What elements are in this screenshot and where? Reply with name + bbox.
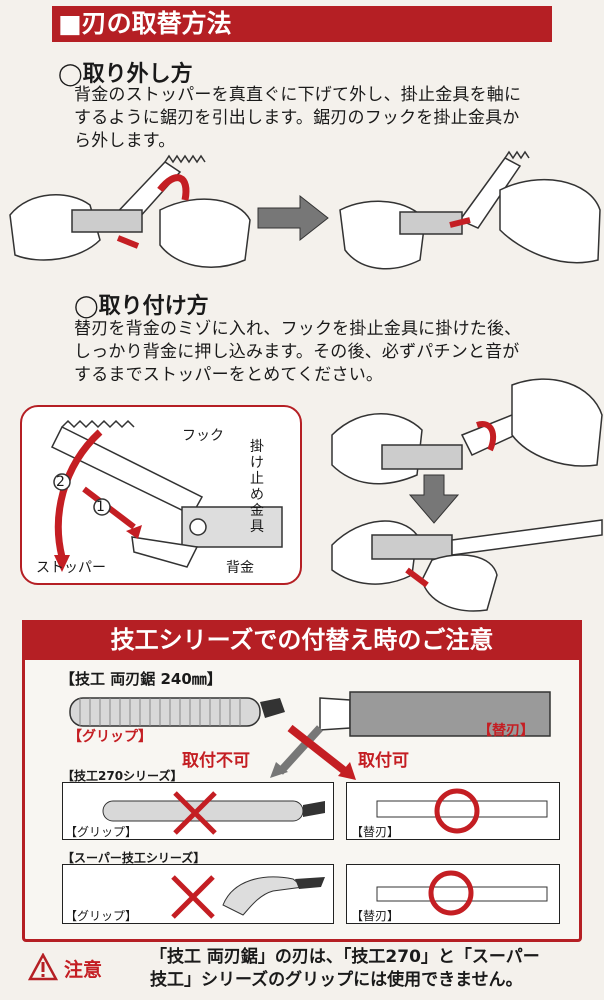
stopper-shape	[131, 536, 199, 568]
stopper-arrow-icon	[405, 567, 429, 588]
latch-pin-icon	[189, 518, 207, 536]
note-line: 「技工 両刃鋸」の刃は、「技工270」と「スーパー	[150, 947, 540, 967]
warning-icon	[28, 953, 58, 981]
attach-line: 替刃を背金のミゾに入れ、フックを掛止金具に掛けた後、	[74, 319, 522, 339]
super-series-label: 【スーパー技工シリーズ】	[62, 851, 206, 865]
cross-icon	[171, 875, 215, 919]
next-step-arrow-icon	[257, 194, 329, 242]
blade-super-box: 【替刃】	[346, 864, 560, 924]
blade-270-box: 【替刃】	[346, 782, 560, 840]
note-text: 「技工 両刃鋸」の刃は、「技工270」と「スーパー 技工」シリーズのグリップには…	[150, 946, 600, 992]
blade-shape	[349, 691, 551, 737]
remove-line: するように鋸刃を引出します。鋸刃のフックを掛止金具か	[74, 108, 520, 128]
hook-label: フック	[182, 428, 224, 444]
circle-ok-icon	[434, 788, 480, 834]
latch-label: 掛け止め金具	[250, 439, 264, 535]
section-title: ■刃の取替方法	[52, 6, 552, 42]
attach-instructions: 替刃を背金のミゾに入れ、フックを掛止金具に掛けた後、 しっかり背金に押し込みます…	[74, 318, 594, 387]
ng-arrow-icon	[277, 725, 323, 775]
grip-super-box: 【グリップ】	[62, 864, 334, 924]
hand-left	[9, 194, 251, 268]
remove-illustration	[9, 150, 601, 270]
cross-icon	[173, 791, 217, 835]
hand-right	[339, 178, 601, 270]
down-step-arrow-icon	[408, 474, 460, 524]
saw-model-label: 【技工 両刃鋸 240㎜】	[60, 670, 222, 688]
step2-arrow-icon	[54, 429, 103, 558]
grip-super-label: 【グリップ】	[65, 909, 138, 923]
note-line: 技工」シリーズのグリップには使用できません。	[150, 970, 523, 990]
push-arrow-icon	[476, 421, 497, 452]
attach-heading: ◯取り付け方	[74, 294, 209, 319]
remove-line: ら外します。	[74, 131, 176, 151]
down-arrow-icon	[116, 235, 140, 249]
caution-title: 技工シリーズでの付替え時のご注意	[22, 620, 582, 660]
grip-shape	[69, 697, 261, 727]
release-arrow-icon	[449, 217, 471, 228]
blade-270-label: 【替刃】	[351, 825, 400, 839]
series-270-label: 【技工270シリーズ】	[62, 769, 183, 783]
step1-number: 1	[96, 499, 105, 515]
remove-instructions: 背金のストッパーを真直ぐに下げて外し、掛止金具を軸に するように鋸刃を引出します…	[74, 84, 574, 153]
fit-arrows	[270, 724, 356, 780]
back-label: 背金	[226, 560, 254, 576]
grip-270-label: 【グリップ】	[65, 825, 138, 839]
attach-illustration	[331, 378, 603, 612]
ok-arrow-icon	[287, 724, 349, 776]
grip-label: 【グリップ】	[68, 729, 152, 745]
grip-270-box: 【グリップ】	[62, 782, 334, 840]
blade-label: 【替刃】	[478, 723, 534, 739]
circle-ok-icon	[428, 870, 474, 916]
remove-heading: ◯取り外し方	[58, 62, 193, 87]
fit-label: 取付可	[358, 751, 409, 771]
stopper-label: ストッパー	[36, 560, 106, 576]
not-fit-label: 取付不可	[182, 751, 250, 771]
saw-diagram	[69, 691, 551, 737]
attach-line: するまでストッパーをとめてください。	[74, 365, 384, 385]
attach-detail-diagram: 2 1 フック 掛け止め金具 ストッパー 背金	[20, 405, 302, 585]
note-label: 注意	[64, 959, 103, 981]
rotate-arrow-icon	[157, 174, 190, 201]
remove-line: 背金のストッパーを真直ぐに下げて外し、掛止金具を軸に	[74, 85, 522, 105]
blade-super-label: 【替刃】	[351, 909, 400, 923]
saw-blade-right	[458, 150, 530, 229]
step2-number: 2	[56, 474, 65, 490]
attach-line: しっかり背金に押し込みます。その後、必ずパチンと音が	[74, 342, 520, 362]
attach-detail-drawing	[50, 419, 283, 572]
